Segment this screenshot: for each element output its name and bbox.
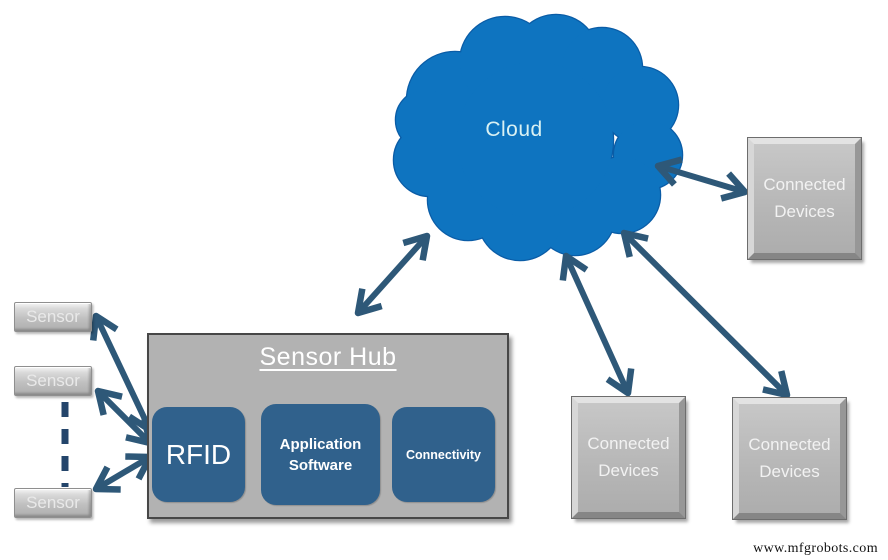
arrow-cloud-device-top-right bbox=[654, 156, 749, 202]
sensor-hub-box: Sensor Hub RFID Application Software Con… bbox=[147, 333, 509, 519]
module-application-software: Application Software bbox=[261, 404, 380, 505]
watermark-text: www.mfgrobots.com bbox=[753, 541, 878, 556]
module-connectivity-label: Connectivity bbox=[405, 447, 481, 462]
connected-devices-box-bottom-middle: Connected Devices bbox=[571, 396, 686, 519]
sensor-label: Sensor bbox=[26, 371, 80, 390]
connected-devices-label: Connected Devices bbox=[587, 434, 670, 480]
arrow-sensor2-hub bbox=[94, 387, 154, 447]
module-application-software-label: Application Software bbox=[279, 435, 362, 474]
cloud-label: Cloud bbox=[485, 118, 543, 141]
sensor-box-2: Sensor bbox=[14, 366, 92, 396]
module-rfid: RFID bbox=[152, 407, 245, 502]
arrow-cloud-device-bottom-right bbox=[620, 229, 791, 399]
sensor-label: Sensor bbox=[26, 493, 80, 512]
arrow-group bbox=[90, 156, 791, 493]
arrow-cloud-device-bottom-middle bbox=[559, 252, 635, 397]
sensor-box-3: Sensor bbox=[14, 488, 92, 518]
module-connectivity: Connectivity bbox=[392, 407, 495, 502]
arrow-hub-cloud bbox=[354, 232, 431, 317]
arrow-sensor3-hub bbox=[92, 453, 154, 493]
connected-devices-box-top-right: Connected Devices bbox=[747, 137, 862, 260]
sensor-hub-title: Sensor Hub bbox=[259, 343, 397, 371]
connected-devices-label: Connected Devices bbox=[763, 175, 846, 221]
sensor-label: Sensor bbox=[26, 307, 80, 326]
sensor-box-1: Sensor bbox=[14, 302, 92, 332]
module-rfid-label: RFID bbox=[165, 438, 232, 470]
connected-devices-box-bottom-right: Connected Devices bbox=[732, 397, 847, 520]
connected-devices-label: Connected Devices bbox=[748, 435, 831, 481]
